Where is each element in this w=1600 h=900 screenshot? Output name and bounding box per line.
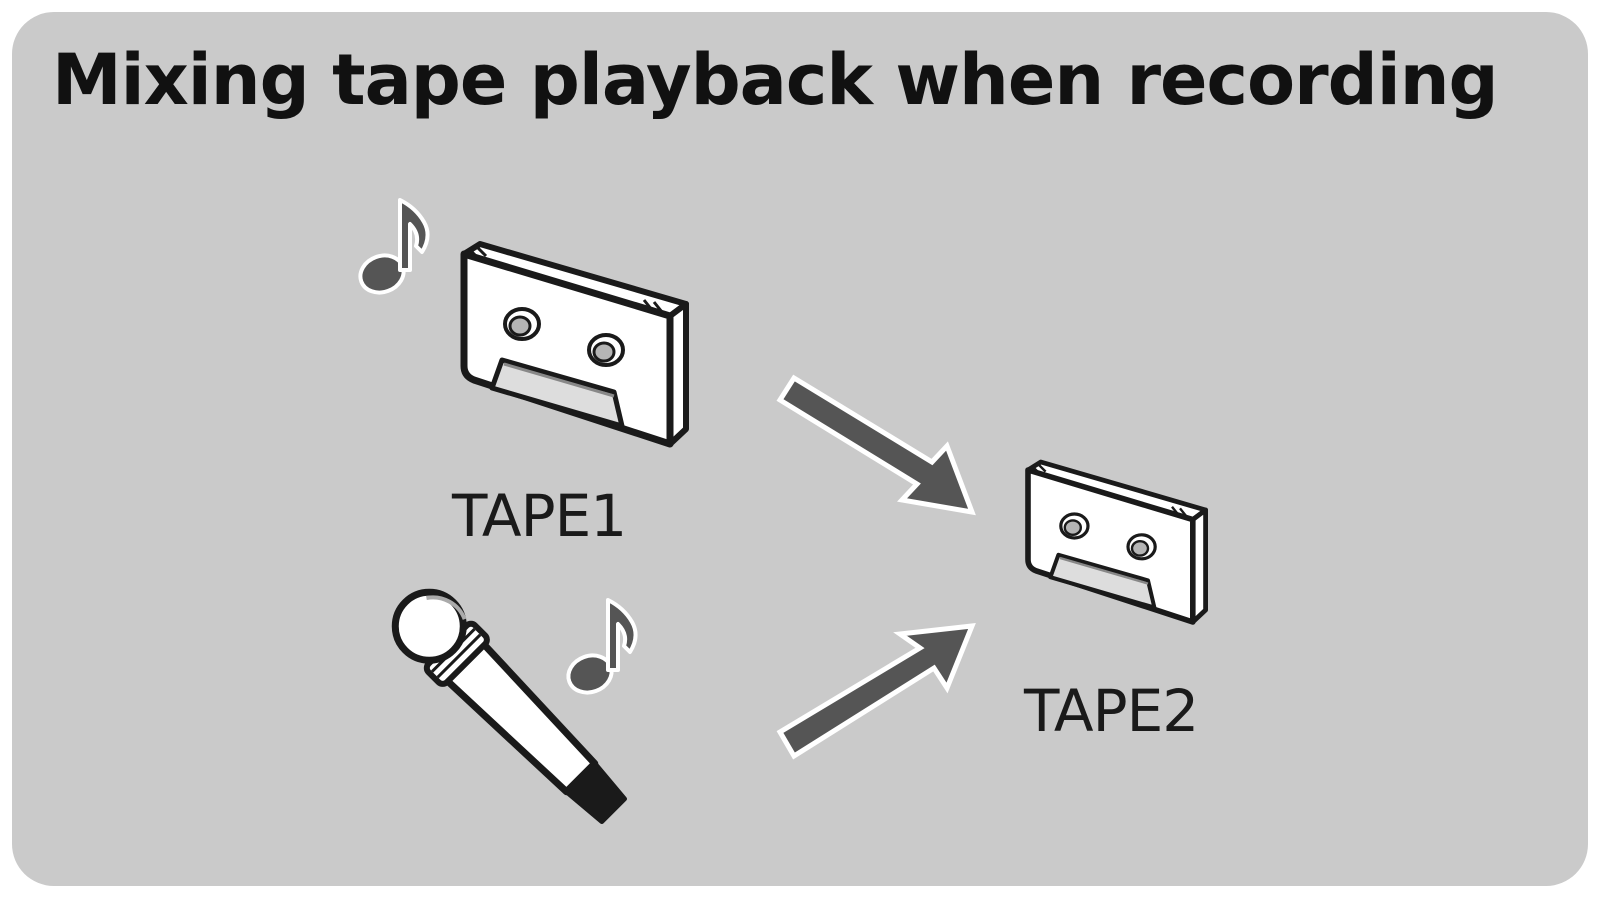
microphone-icon: [391, 588, 627, 824]
diagram-artwork: [353, 198, 1588, 824]
diagram-panel: Mixing tape playback when recording: [12, 12, 1588, 886]
music-note-icon: [561, 598, 638, 701]
tape2-cassette-icon: [1028, 462, 1206, 622]
tape1-cassette-icon: [464, 244, 686, 444]
diagram-title: Mixing tape playback when recording: [52, 39, 1499, 121]
arrow-icon: [776, 374, 976, 516]
tape1-label: TAPE1: [452, 482, 627, 550]
music-note-icon: [353, 198, 430, 301]
arrow-icon: [776, 623, 976, 760]
tape2-label: TAPE2: [1024, 677, 1199, 745]
